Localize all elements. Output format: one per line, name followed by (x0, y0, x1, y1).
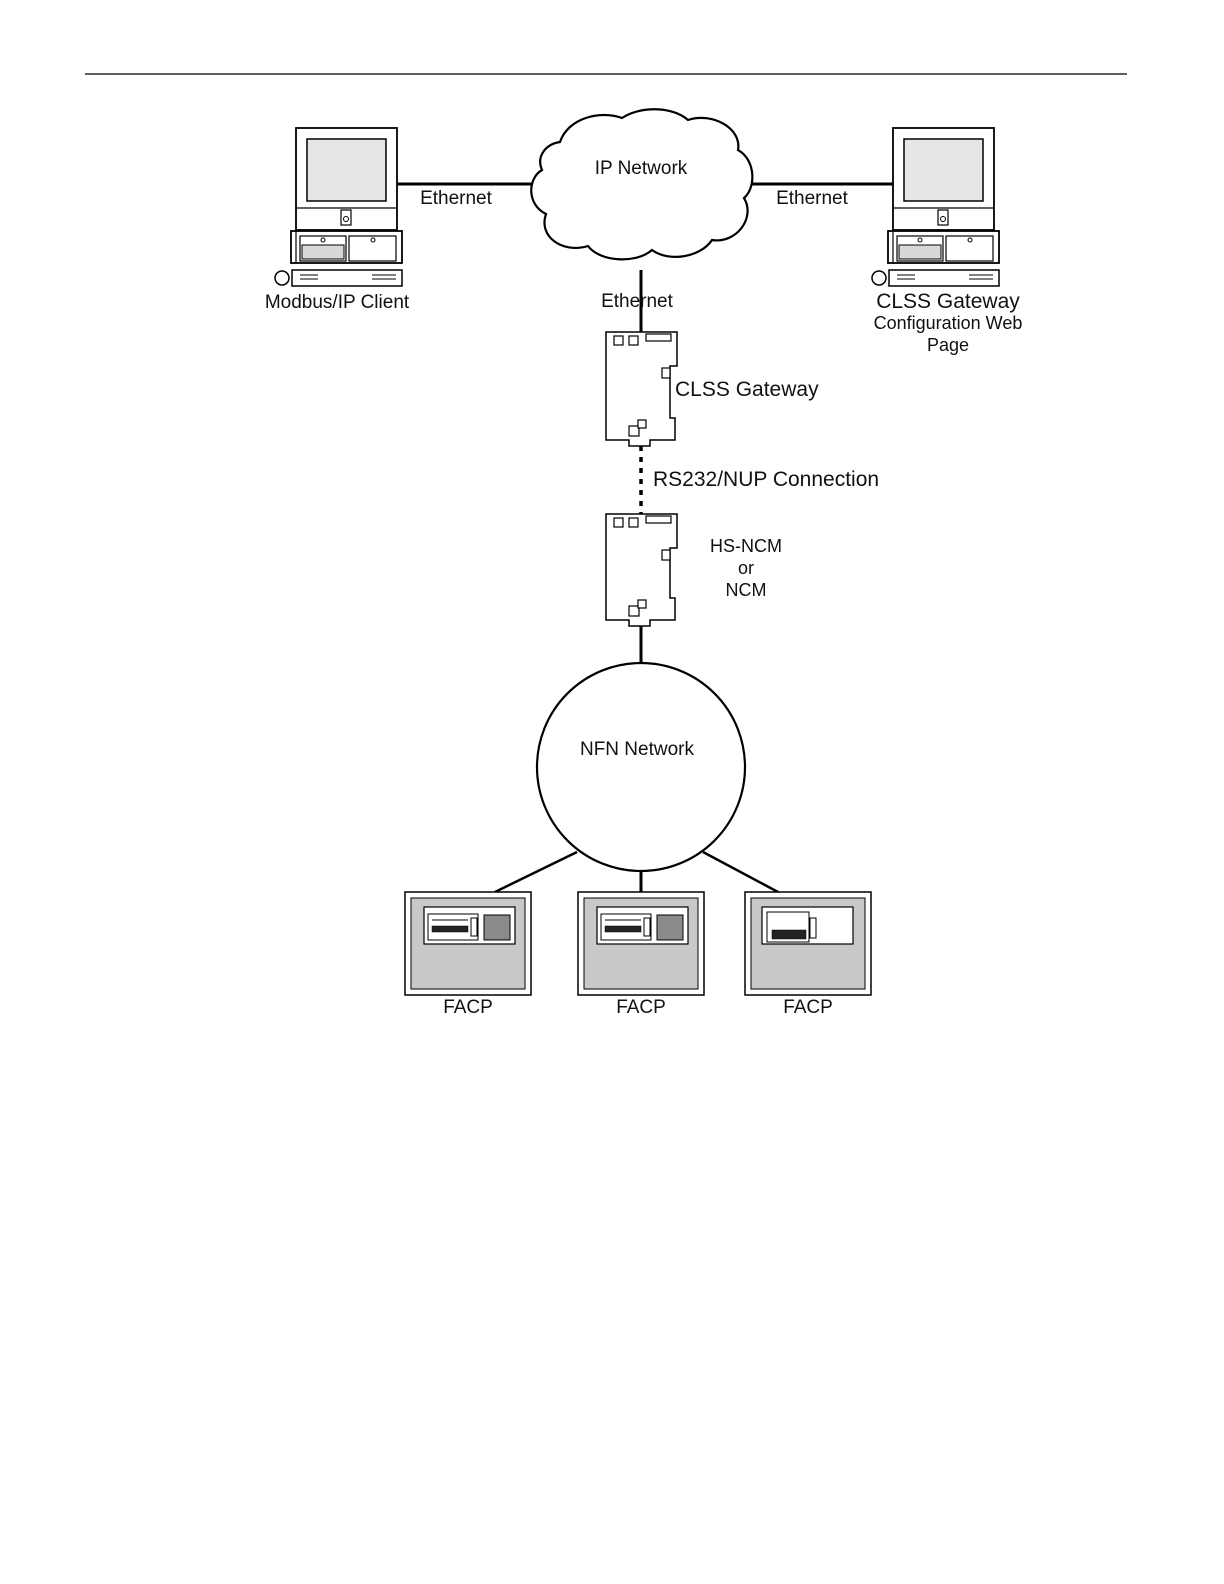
facp-label-2: FACP (616, 997, 666, 1018)
facp-label-3: FACP (783, 997, 833, 1018)
rs232-label: RS232/NUP Connection (653, 468, 879, 491)
hs-ncm-label-line3: NCM (726, 580, 767, 600)
ip-network-cloud-icon (531, 109, 752, 259)
nfn-to-facp1-link (495, 852, 577, 892)
ip-network-label: IP Network (595, 158, 688, 179)
nfn-network-ring (537, 663, 745, 871)
ethernet-right-label: Ethernet (776, 188, 849, 209)
facp-panel-2-icon (578, 892, 704, 995)
modbus-client-computer-icon (275, 128, 402, 286)
config-page-computer-icon (872, 128, 999, 286)
ethernet-down-label: Ethernet (601, 291, 674, 312)
hs-ncm-label-line1: HS-NCM (710, 536, 782, 556)
config-page-label-line1: CLSS Gateway (876, 290, 1020, 313)
hs-ncm-label-line2: or (738, 558, 754, 578)
ethernet-left-label: Ethernet (420, 188, 493, 209)
hs-ncm-module-icon (606, 514, 677, 626)
config-page-label-line2: Configuration Web (874, 313, 1023, 333)
facp-label-1: FACP (443, 997, 493, 1018)
modbus-client-label: Modbus/IP Client (265, 292, 410, 313)
config-page-label-line3: Page (927, 335, 969, 355)
facp-panel-3-icon (745, 892, 871, 995)
clss-gateway-label: CLSS Gateway (675, 378, 819, 401)
nfn-network-label: NFN Network (580, 739, 695, 760)
facp-panel-1-icon (405, 892, 531, 995)
nfn-to-facp3-link (703, 852, 778, 892)
clss-gateway-module-icon (606, 332, 677, 446)
